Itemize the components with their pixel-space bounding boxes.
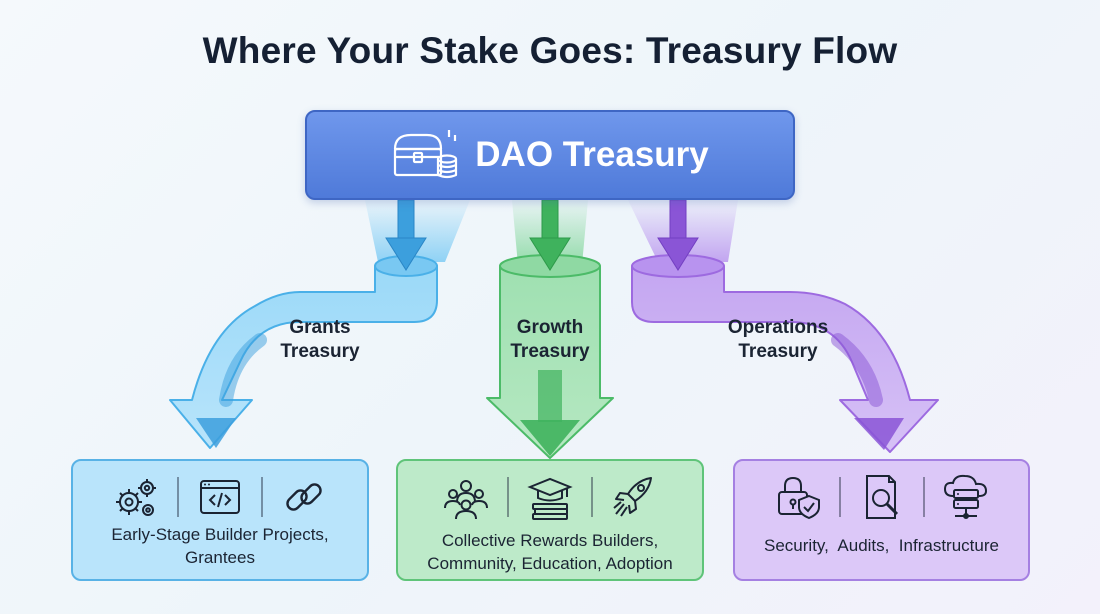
grants-beam — [365, 200, 470, 262]
page-title: Where Your Stake Goes: Treasury Flow — [202, 30, 898, 71]
treasure-chest-icon — [394, 130, 458, 179]
operations-icons — [735, 471, 1028, 523]
grants-pipe — [169, 255, 438, 449]
rocket-icon — [613, 477, 652, 517]
grants-destination-box: Early-Stage Builder Projects, Grantees — [71, 459, 369, 581]
grants-icons — [73, 471, 367, 523]
code-window-icon — [200, 480, 240, 514]
chain-link-icon — [286, 483, 322, 511]
growth-destination-box: Collective Rewards Builders, Community, … — [396, 459, 704, 581]
graduation-cap-icon — [527, 477, 573, 520]
grants-destination-text: Early-Stage Builder Projects, Grantees — [111, 525, 329, 567]
document-magnifier-icon — [865, 475, 898, 519]
treasury-title: DAO Treasury — [475, 135, 709, 174]
people-group-icon — [444, 480, 488, 520]
gears-icon — [116, 479, 156, 516]
growth-icons — [398, 471, 702, 523]
operations-destination-text: Security, Audits, Infrastructure — [764, 536, 999, 555]
dao-treasury-box: DAO Treasury — [305, 110, 795, 200]
lock-shield-icon — [777, 476, 820, 520]
operations-destination-box: Security, Audits, Infrastructure — [733, 459, 1030, 581]
growth-down-arrow — [529, 199, 571, 271]
grants-down-arrow — [385, 199, 427, 271]
growth-destination-text: Collective Rewards Builders, Community, … — [427, 531, 673, 573]
cloud-server-icon — [943, 474, 987, 519]
operations-down-arrow — [657, 199, 699, 271]
